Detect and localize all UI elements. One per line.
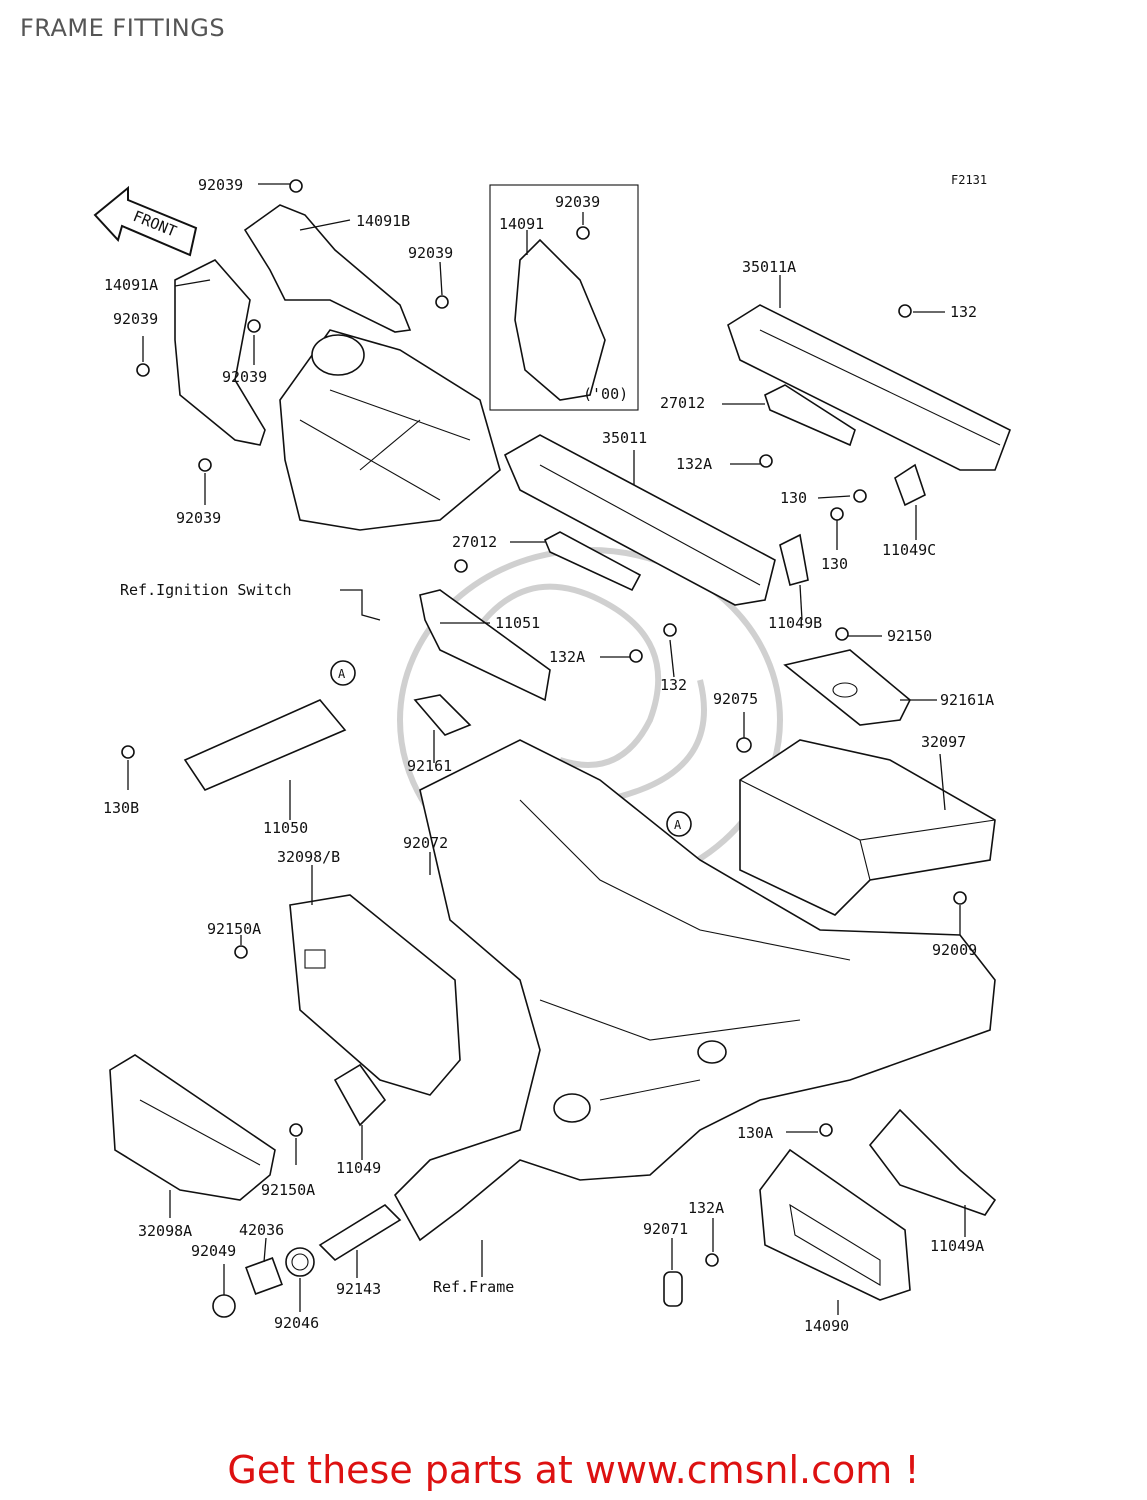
plate-92161a: [783, 649, 911, 726]
bushing-42036: [245, 1257, 283, 1295]
cover-32098a: [109, 1054, 276, 1201]
part-label: 132A: [688, 1199, 724, 1217]
part-label: 11049: [336, 1159, 381, 1177]
leader-lines: [127, 183, 966, 1315]
part-label: 132A: [549, 648, 585, 666]
part-label: 27012: [660, 394, 705, 412]
plate-27012-upper: [764, 384, 856, 447]
part-label: 14091B: [356, 212, 410, 230]
part-label: 132: [660, 676, 687, 694]
figure-code: F2131: [951, 173, 987, 187]
part-label: 92143: [336, 1280, 381, 1298]
part-label: 92150: [887, 627, 932, 645]
part-label: 130: [821, 555, 848, 573]
part-label: 11049A: [930, 1237, 984, 1255]
part-label: 11051: [495, 614, 540, 632]
svg-text:A: A: [338, 667, 346, 681]
bracket-14091b: [243, 204, 412, 333]
part-label: 92039: [555, 193, 600, 211]
part-label: 35011: [602, 429, 647, 447]
ref-ignition-switch-label: Ref.Ignition Switch: [120, 581, 292, 599]
bearing-92046: [285, 1247, 315, 1277]
part-label: 32097: [921, 733, 966, 751]
part-labels: 92039 14091B 14091A 92039 92039 92039 92…: [103, 176, 994, 1335]
grommet-92071: [663, 1271, 683, 1307]
bracket-14091a: [174, 259, 266, 446]
part-label: 92039: [113, 310, 158, 328]
part-label: 92161: [407, 757, 452, 775]
fasteners: [121, 179, 967, 1267]
bracket-11049: [333, 1063, 387, 1127]
part-label: 42036: [239, 1221, 284, 1239]
part-label: 92039: [408, 244, 453, 262]
part-label: 11049C: [882, 541, 936, 559]
part-label: 92161A: [940, 691, 994, 709]
bracket-11049c: [894, 463, 926, 507]
parts-diagram: FRONT F2131: [93, 173, 1012, 1335]
plate-27012-lower: [543, 531, 642, 592]
bracket-11049a: [868, 1108, 997, 1216]
part-label: 27012: [452, 533, 497, 551]
part-label: 14091A: [104, 276, 158, 294]
bracket-92161: [413, 694, 472, 736]
part-label: 32098A: [138, 1222, 192, 1240]
part-label: 11049B: [768, 614, 822, 632]
ref-frame-label: Ref.Frame: [433, 1278, 514, 1296]
part-label: 92039: [222, 368, 267, 386]
part-label: 14091: [499, 215, 544, 233]
bracket-11051: [419, 589, 551, 702]
bracket-11050: [183, 699, 347, 791]
part-label: 92150A: [261, 1181, 315, 1199]
svg-text:A: A: [674, 818, 682, 832]
part-label: 132: [950, 303, 977, 321]
frame-head-assembly: [279, 329, 501, 531]
part-label: 130: [780, 489, 807, 507]
shaft-92143: [318, 1203, 402, 1262]
part-label: 11050: [263, 819, 308, 837]
box-32097: [739, 739, 996, 916]
cover-32098b: [289, 894, 461, 1096]
part-label: 130B: [103, 799, 139, 817]
cover-35011: [503, 434, 776, 606]
main-frame: [394, 739, 996, 1242]
page-title: FRAME FITTINGS: [20, 14, 226, 42]
cover-35011a: [727, 304, 1012, 471]
part-label: 32098/B: [277, 848, 340, 866]
part-label: 92071: [643, 1220, 688, 1238]
part-label: 92039: [176, 509, 221, 527]
nut-92049: [212, 1294, 236, 1318]
part-label: 92075: [713, 690, 758, 708]
part-label: 92046: [274, 1314, 319, 1332]
callout-a-left: A: [330, 660, 356, 686]
part-label: 132A: [676, 455, 712, 473]
part-label: 92039: [198, 176, 243, 194]
part-label: 92072: [403, 834, 448, 852]
callout-a-right: A: [666, 811, 692, 837]
part-label: 92049: [191, 1242, 236, 1260]
part-label: 14090: [804, 1317, 849, 1335]
part-label: 35011A: [742, 258, 796, 276]
part-label: 130A: [737, 1124, 773, 1142]
footer-link[interactable]: Get these parts at www.cmsnl.com !: [227, 1448, 920, 1492]
bracket-11049b: [779, 533, 809, 586]
cover-14091-box: [489, 184, 639, 411]
part-label: 92150A: [207, 920, 261, 938]
cover-14090: [759, 1148, 911, 1301]
front-arrow-icon: FRONT: [93, 185, 198, 257]
part-label: 92009: [932, 941, 977, 959]
year-note: ('00): [583, 385, 628, 403]
